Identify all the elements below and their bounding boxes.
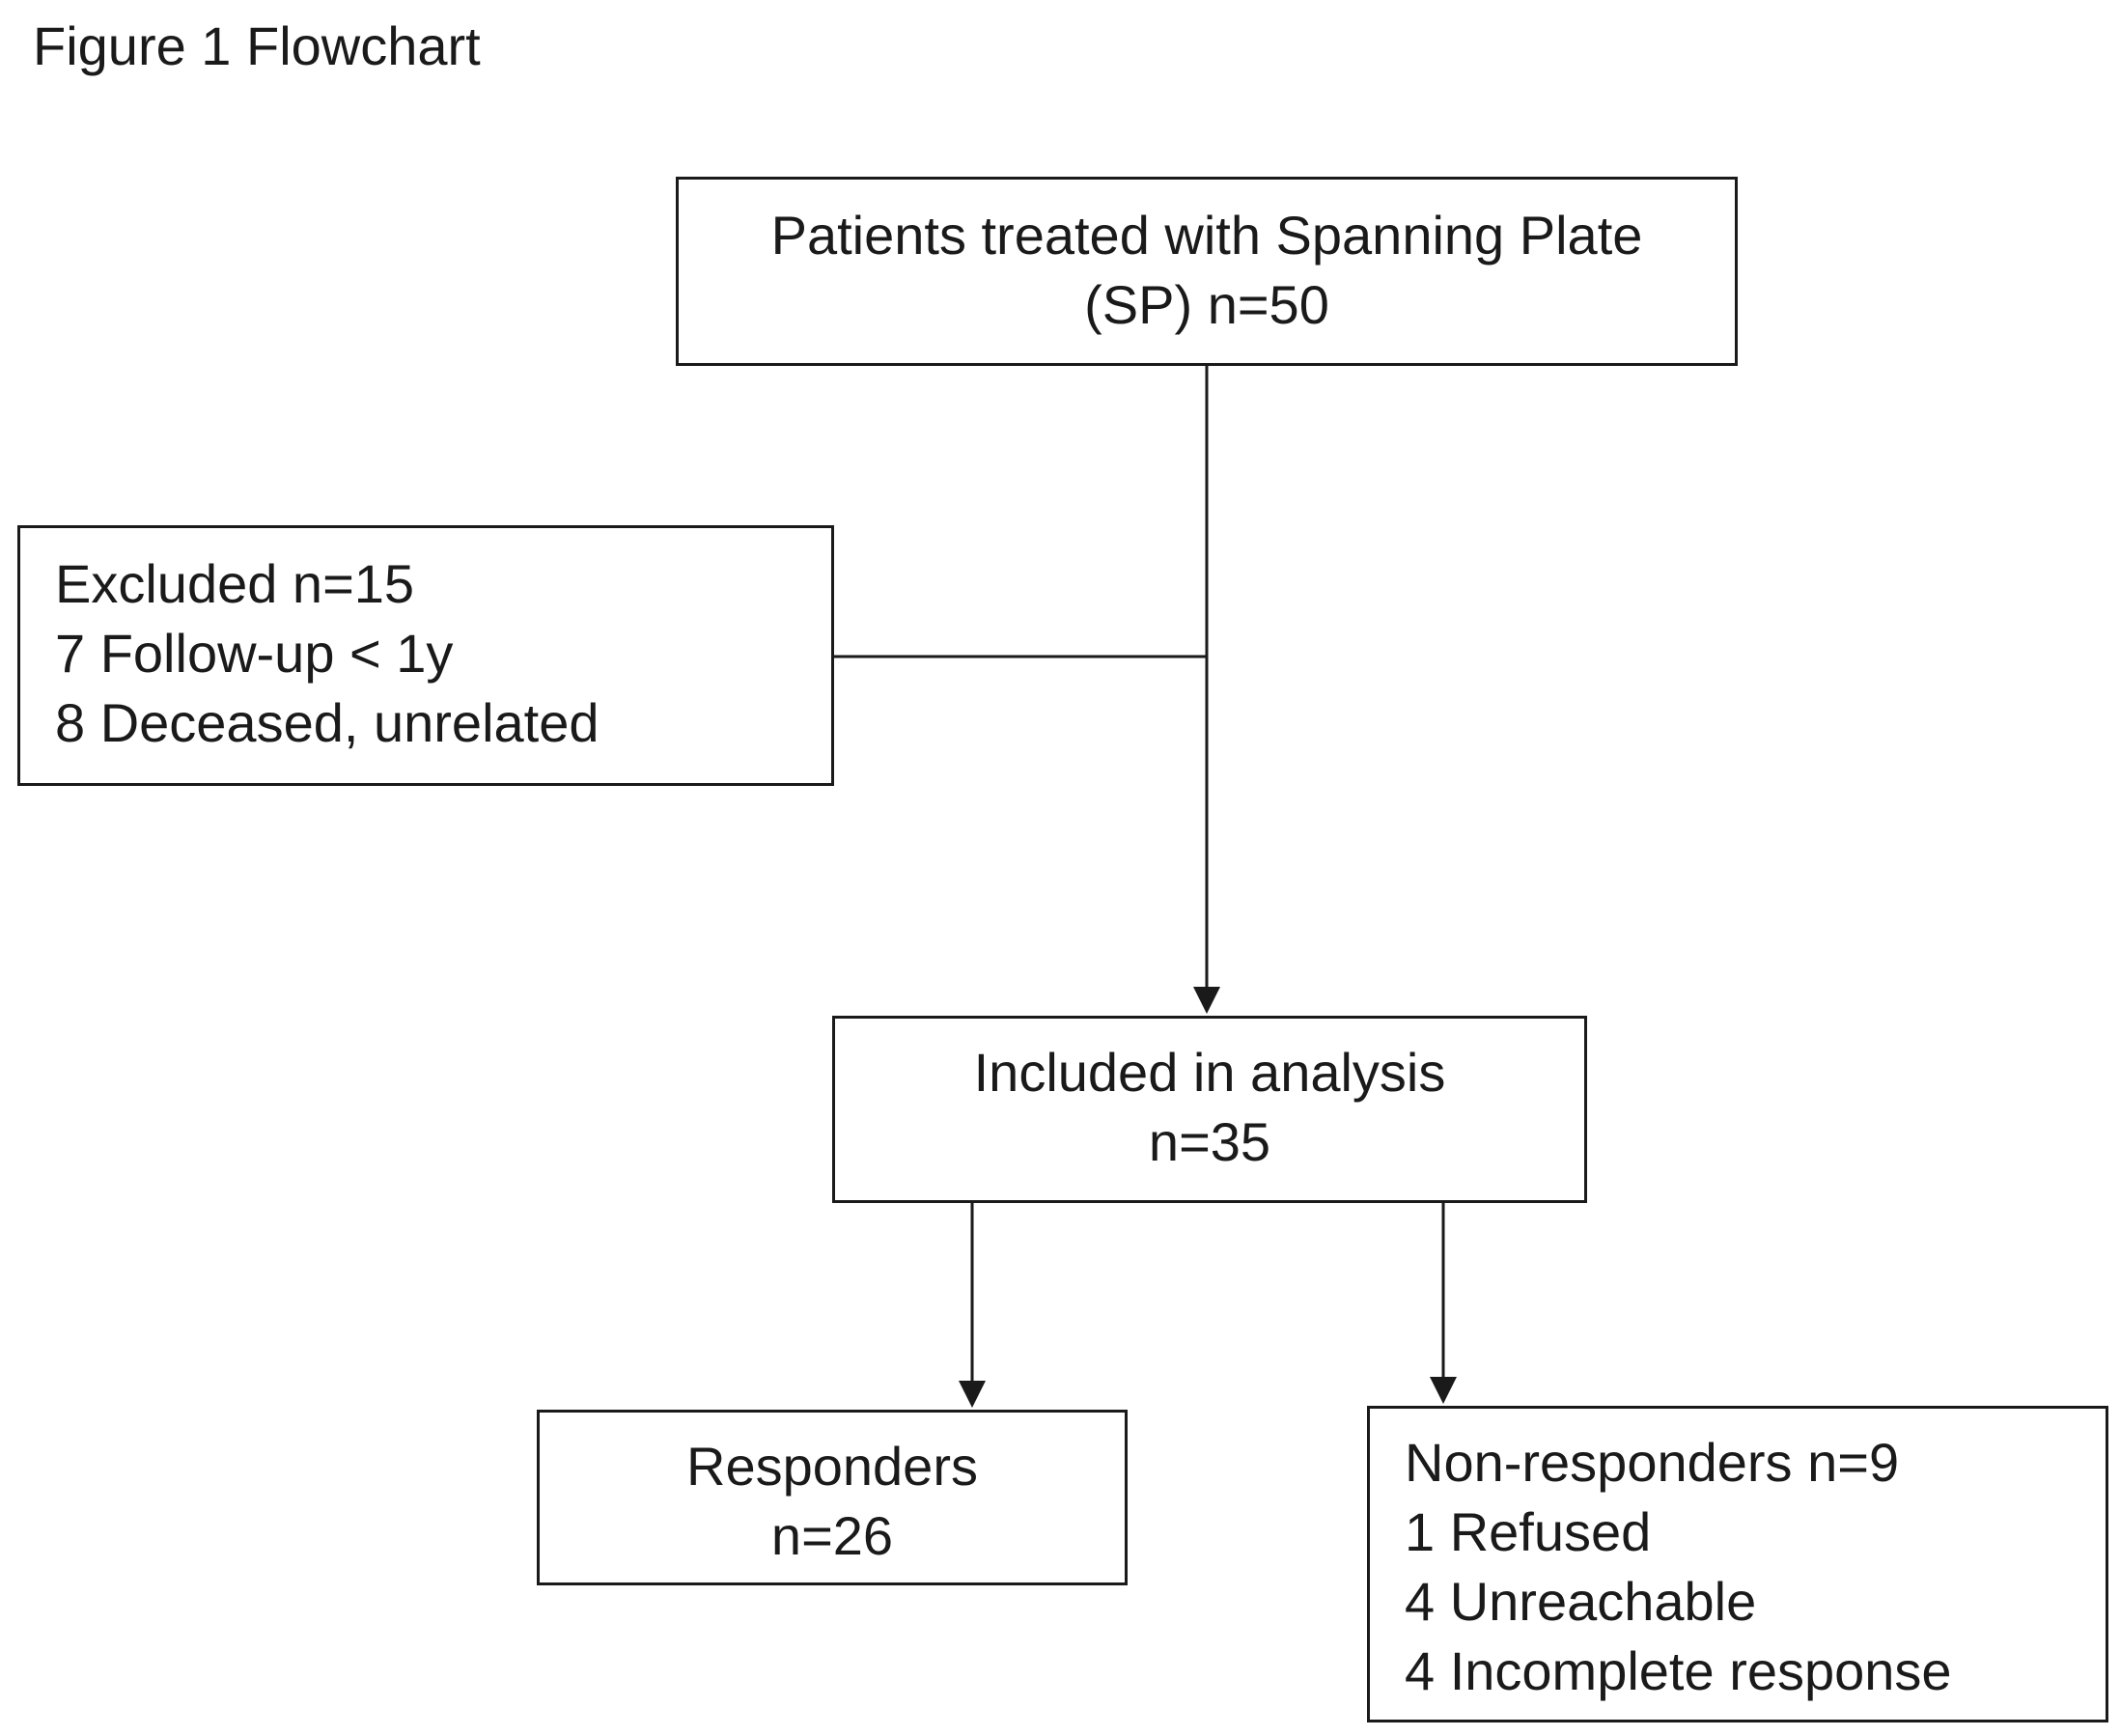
node-label-line: n=26 bbox=[770, 1505, 894, 1566]
node-label-line: 4 Incomplete response bbox=[1405, 1640, 1952, 1701]
node-excluded: Excluded n=15 7 Follow-up < 1y 8 Decease… bbox=[17, 525, 834, 786]
node-responders: Responders n=26 bbox=[537, 1410, 1128, 1585]
node-label-line: 8 Deceased, unrelated bbox=[55, 692, 600, 753]
node-label-line: 1 Refused bbox=[1405, 1501, 1652, 1562]
node-included-in-analysis: Included in analysis n=35 bbox=[832, 1016, 1587, 1203]
node-patients-treated: Patients treated with Spanning Plate (SP… bbox=[676, 177, 1738, 366]
arrowhead-included bbox=[1193, 987, 1220, 1014]
node-label-line: 4 Unreachable bbox=[1405, 1571, 1757, 1632]
figure-title: Figure 1 Flowchart bbox=[33, 15, 481, 76]
node-label-line: 7 Follow-up < 1y bbox=[55, 623, 454, 684]
node-label-line: (SP) n=50 bbox=[1084, 274, 1329, 335]
node-label-line: Patients treated with Spanning Plate bbox=[770, 205, 1643, 266]
node-label-line: Responders bbox=[686, 1436, 978, 1497]
node-non-responders: Non-responders n=9 1 Refused 4 Unreachab… bbox=[1367, 1406, 2108, 1722]
node-label-line: Excluded n=15 bbox=[55, 553, 415, 614]
node-label-line: Included in analysis bbox=[973, 1042, 1446, 1103]
arrowhead-responders bbox=[959, 1381, 986, 1408]
node-label-line: Non-responders n=9 bbox=[1405, 1432, 1900, 1493]
arrowhead-non-responders bbox=[1430, 1377, 1457, 1404]
node-label-line: n=35 bbox=[1148, 1111, 1271, 1172]
